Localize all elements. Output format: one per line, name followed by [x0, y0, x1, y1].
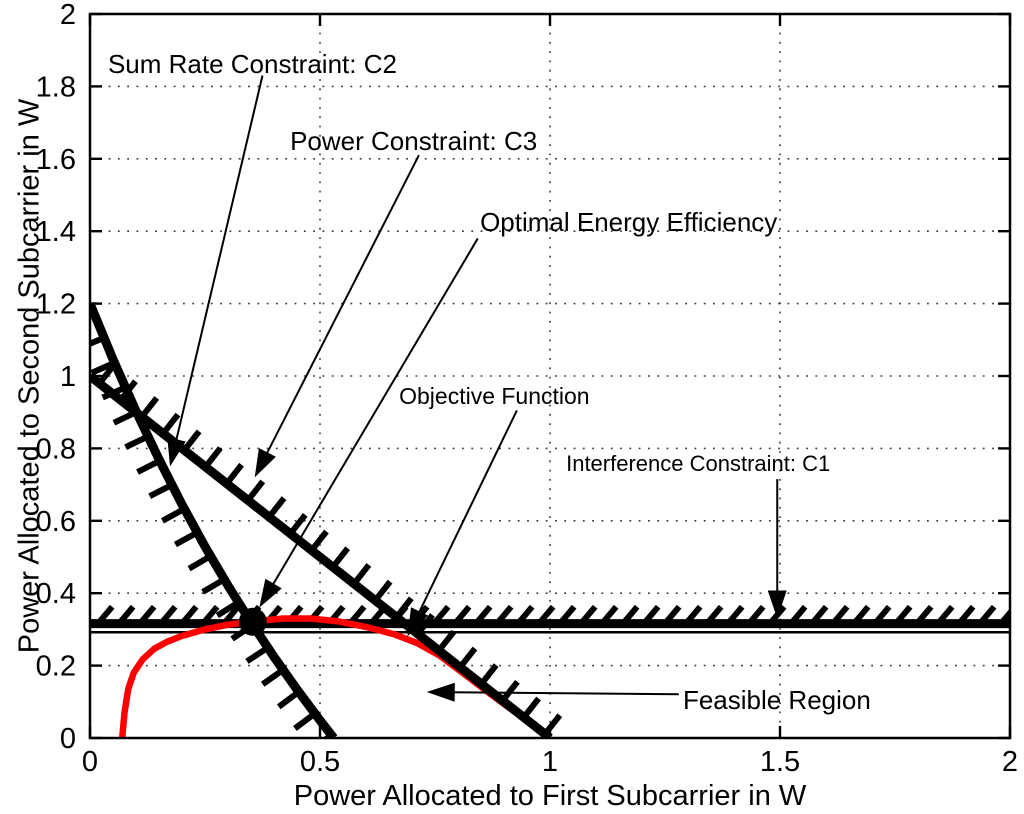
annotations: Sum Rate Constraint: C2 Power Constraint:…	[108, 49, 871, 715]
annotation-label-sum-rate: Sum Rate Constraint: C2	[108, 49, 397, 79]
annotation-arrowhead	[767, 590, 787, 619]
x-tick-label: 0	[82, 746, 98, 778]
y-tick-label: 0.2	[36, 651, 76, 683]
annotation-feasible: Feasible Region	[426, 682, 871, 715]
y-tick-label: 1.2	[36, 289, 76, 321]
x-tick-label: 1.5	[760, 746, 800, 778]
annotation-leader-line	[264, 154, 420, 457]
tick-labels: 0 0.5 1 1.5 2 0 0.2 0.4 0.6 0.8 1 1.2 1.4 1.6 1.8 2	[36, 0, 1018, 778]
annotation-leader-line	[416, 409, 518, 616]
annotation-leader-line	[450, 691, 679, 696]
x-tick-label: 1	[542, 746, 558, 778]
y-axis-label: Power Allocated to Second Subcarrier in …	[13, 98, 46, 654]
annotation-arrowhead	[426, 682, 455, 702]
x-axis-label: Power Allocated to First Subcarrier in W	[293, 780, 807, 812]
annotation-leader-line	[174, 75, 264, 444]
annotation-label-optimal-ee: Optimal Energy Efficiency	[480, 207, 777, 237]
annotation-label-power: Power Constraint: C3	[290, 126, 537, 156]
y-tick-label: 0	[60, 723, 76, 755]
annotation-optimal-ee: Optimal Energy Efficiency	[259, 207, 777, 608]
x-tick-label: 2	[1002, 746, 1018, 778]
optimal-point-marker	[238, 607, 267, 636]
x-tick-label: 0.5	[300, 746, 340, 778]
y-tick-label: 0.4	[36, 578, 76, 610]
annotation-leader-line	[270, 237, 479, 588]
y-tick-label: 1.8	[36, 71, 76, 103]
annotation-arrowhead	[259, 578, 282, 608]
annotation-power: Power Constraint: C3	[254, 126, 537, 478]
plot-frame	[88, 12, 1012, 740]
annotation-label-objective: Objective Function	[399, 383, 589, 409]
y-tick-label: 1.4	[36, 216, 76, 248]
annotation-interference: Interference Constraint: C1	[566, 451, 830, 619]
series-c3	[90, 362, 563, 738]
grid	[90, 14, 1010, 738]
y-tick-label: 0.8	[36, 433, 76, 465]
series-layer	[90, 301, 1010, 738]
annotation-label-interference: Interference Constraint: C1	[566, 451, 830, 476]
y-tick-label: 1	[60, 361, 76, 393]
annotation-arrowhead	[254, 448, 276, 478]
annotation-label-feasible: Feasible Region	[683, 685, 871, 715]
annotation-arrowhead	[167, 437, 186, 467]
y-tick-label: 2	[60, 0, 76, 31]
y-tick-label: 1.6	[36, 144, 76, 176]
annotation-arrowhead	[407, 607, 429, 637]
annotation-sum-rate: Sum Rate Constraint: C2	[108, 49, 397, 467]
y-tick-label: 0.6	[36, 506, 76, 538]
annotation-objective: Objective Function	[399, 383, 590, 637]
